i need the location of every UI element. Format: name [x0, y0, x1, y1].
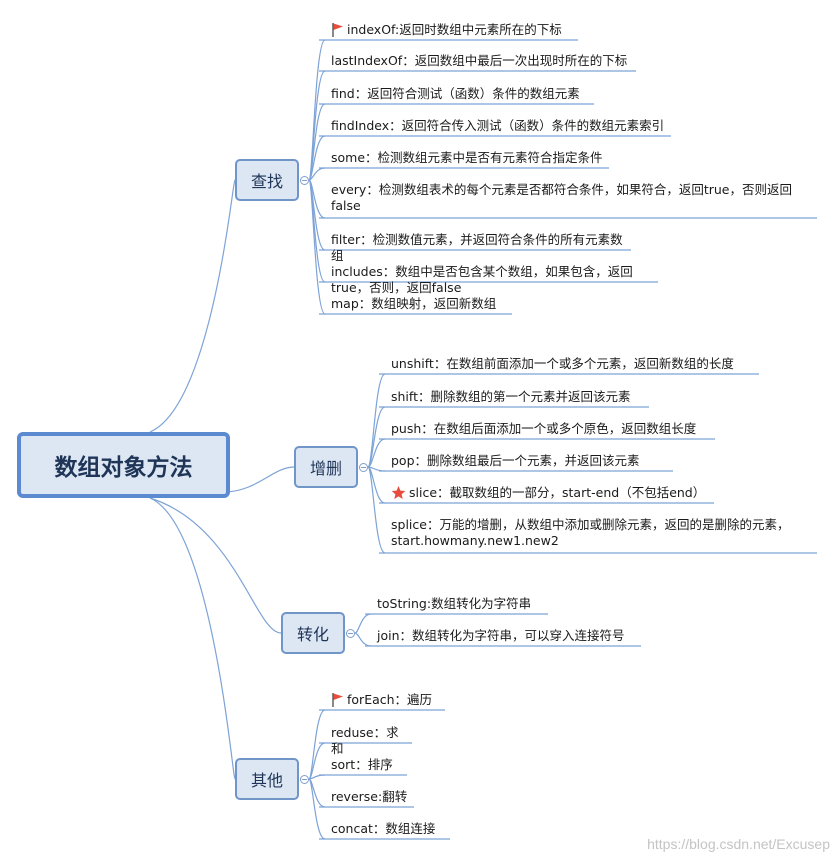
leaf-topic[interactable]: sort：排序: [329, 757, 405, 773]
branch-topic[interactable]: 其他: [235, 758, 299, 800]
branch-topic[interactable]: 转化: [281, 612, 345, 654]
leaf-topic[interactable]: map：数组映射，返回新数组: [329, 296, 510, 312]
collapse-toggle-icon[interactable]: [300, 774, 309, 784]
leaf-label: filter：检测数值元素，并返回符合条件的所有元素数组: [331, 232, 623, 263]
connector-branch-leaf: [354, 632, 372, 647]
connector-branch-leaf: [308, 742, 326, 780]
flag-icon: [331, 22, 344, 38]
leaf-topic[interactable]: splice：万能的增删，从数组中添加或删除元素，返回的是删除的元素，start…: [389, 517, 815, 549]
leaf-label: splice：万能的增删，从数组中添加或删除元素，返回的是删除的元素，start…: [391, 517, 790, 548]
leaf-label: forEach：遍历: [347, 692, 433, 707]
connector-branch-leaf: [308, 778, 326, 840]
leaf-topic[interactable]: find：返回符合测试（函数）条件的数组元素: [329, 86, 592, 102]
collapse-toggle-icon[interactable]: [346, 628, 355, 638]
leaf-topic[interactable]: includes：数组中是否包含某个数组，如果包含，返回true，否则，返回fa…: [329, 264, 656, 296]
leaf-topic[interactable]: join：数组转化为字符串，可以穿入连接符号: [375, 628, 639, 644]
leaf-label: slice：截取数组的一部分，start-end（不包括end）: [409, 485, 706, 500]
connector-branch-leaf: [308, 709, 326, 780]
connector-branch-leaf: [308, 39, 326, 181]
leaf-topic[interactable]: push：在数组后面添加一个或多个原色，返回数组长度: [389, 421, 713, 437]
leaf-label: push：在数组后面添加一个或多个原色，返回数组长度: [391, 421, 697, 436]
leaf-label: some：检测数组元素中是否有元素符合指定条件: [331, 150, 603, 165]
leaf-topic[interactable]: pop：删除数组最后一个元素，并返回该元素: [389, 453, 671, 469]
leaf-label: unshift：在数组前面添加一个或多个元素，返回新数组的长度: [391, 356, 734, 371]
leaf-label: reverse:翻转: [331, 789, 408, 804]
leaf-topic[interactable]: shift：删除数组的第一个元素并返回该元素: [389, 389, 647, 405]
leaf-label: find：返回符合测试（函数）条件的数组元素: [331, 86, 580, 101]
branch-topic[interactable]: 增删: [294, 446, 358, 488]
leaf-topic[interactable]: slice：截取数组的一部分，start-end（不包括end）: [389, 485, 712, 501]
connector-branch-leaf: [308, 778, 326, 808]
leaf-label: map：数组映射，返回新数组: [331, 296, 497, 311]
leaf-topic[interactable]: every：检测数组表术的每个元素是否都符合条件，如果符合，返回true，否则返…: [329, 182, 815, 214]
connector-branch-leaf: [367, 373, 386, 468]
connector-branch-leaf: [308, 179, 326, 315]
leaf-label: pop：删除数组最后一个元素，并返回该元素: [391, 453, 640, 468]
leaf-label: includes：数组中是否包含某个数组，如果包含，返回true，否则，返回fa…: [331, 264, 633, 295]
leaf-label: join：数组转化为字符串，可以穿入连接符号: [377, 628, 625, 643]
leaf-label: concat：数组连接: [331, 821, 436, 836]
leaf-topic[interactable]: lastIndexOf：返回数组中最后一次出现时所在的下标: [329, 53, 634, 69]
connector-root-branch: [149, 497, 282, 634]
flag-icon: [331, 692, 344, 708]
leaf-label: sort：排序: [331, 757, 393, 772]
leaf-topic[interactable]: unshift：在数组前面添加一个或多个元素，返回新数组的长度: [389, 356, 757, 372]
connector-branch-leaf: [308, 135, 326, 181]
leaf-topic[interactable]: concat：数组连接: [329, 821, 448, 837]
connector-branch-leaf: [367, 438, 386, 468]
leaf-label: reduse：求和: [331, 725, 399, 756]
branch-topic[interactable]: 查找: [235, 159, 299, 201]
connector-root-branch: [149, 497, 236, 780]
leaf-topic[interactable]: forEach：遍历: [329, 692, 443, 708]
leaf-label: every：检测数组表术的每个元素是否都符合条件，如果符合，返回true，否则返…: [331, 182, 792, 213]
leaf-topic[interactable]: some：检测数组元素中是否有元素符合指定条件: [329, 150, 607, 166]
leaf-topic[interactable]: reduse：求和: [329, 725, 410, 757]
leaf-topic[interactable]: reverse:翻转: [329, 789, 412, 805]
leaf-label: shift：删除数组的第一个元素并返回该元素: [391, 389, 631, 404]
leaf-label: findIndex：返回符合传入测试（函数）条件的数组元素索引: [331, 118, 665, 133]
collapse-toggle-icon[interactable]: [300, 175, 309, 185]
leaf-label: lastIndexOf：返回数组中最后一次出现时所在的下标: [331, 53, 628, 68]
leaf-topic[interactable]: filter：检测数值元素，并返回符合条件的所有元素数组: [329, 232, 629, 264]
leaf-topic[interactable]: indexOf:返回时数组中元素所在的下标: [329, 22, 576, 38]
star-icon: [391, 485, 406, 501]
central-topic[interactable]: 数组对象方法: [17, 432, 230, 498]
watermark: https://blog.csdn.net/Excusep: [647, 836, 830, 852]
collapse-toggle-icon[interactable]: [359, 462, 368, 472]
connector-branch-leaf: [354, 613, 372, 634]
leaf-topic[interactable]: toString:数组转化为字符串: [375, 596, 546, 612]
connector-root-branch: [149, 179, 236, 433]
leaf-topic[interactable]: findIndex：返回符合传入测试（函数）条件的数组元素索引: [329, 118, 669, 134]
leaf-label: indexOf:返回时数组中元素所在的下标: [347, 22, 562, 37]
connector-branch-leaf: [367, 466, 386, 554]
leaf-label: toString:数组转化为字符串: [377, 596, 532, 611]
